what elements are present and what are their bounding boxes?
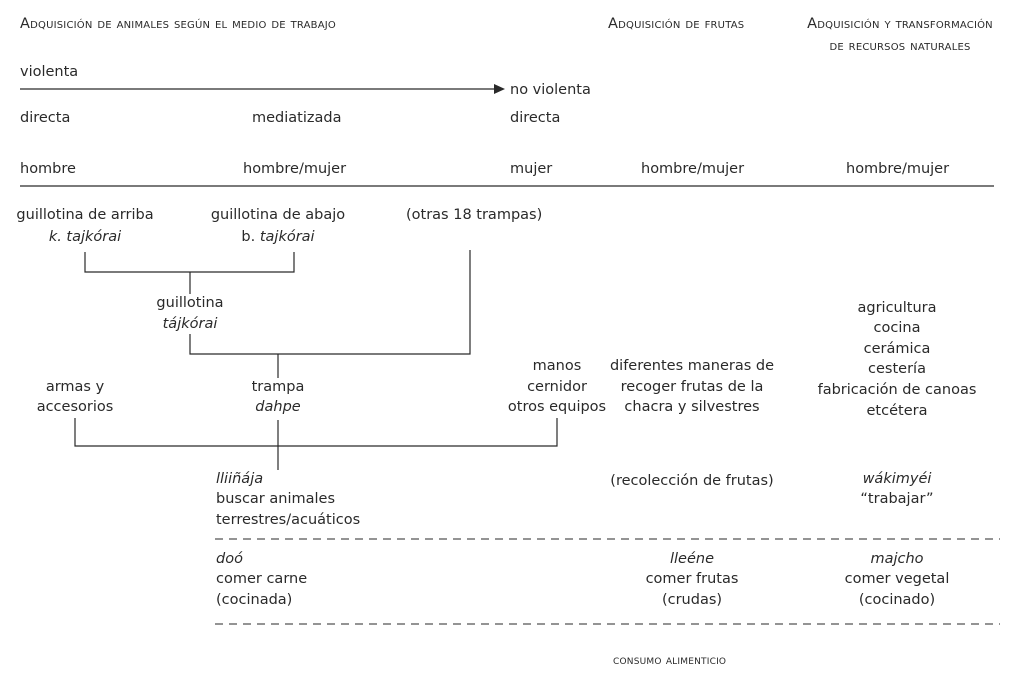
work-term: wákimyéi <box>862 471 932 487</box>
fruit-ways-line2: recoger frutas de la <box>620 379 764 395</box>
fruit-ways-line1: diferentes maneras de <box>609 358 775 374</box>
agent-hombre-mujer-2: hombre/mujer <box>641 161 745 177</box>
activity-item: cerámica <box>863 341 931 357</box>
agent-hombre: hombre <box>20 161 76 177</box>
activity-item: fabricación de canoas <box>817 382 977 398</box>
work-hunt-term: lliiñája <box>216 471 264 487</box>
connector-guillotinas <box>84 252 295 273</box>
consumption-label: consumo alimenticio <box>613 652 727 667</box>
consumption-veg-line1: comer vegetal <box>844 571 950 587</box>
consumption-meat-term: doó <box>216 551 243 567</box>
work-gloss: “trabajar” <box>860 491 934 507</box>
weapons-line2: accesorios <box>36 399 114 415</box>
consumption-veg-term: majcho <box>870 551 924 567</box>
work-hunt-line2: terrestres/acuáticos <box>216 512 361 528</box>
connector-means <box>74 418 558 447</box>
agent-hombre-mujer-1: hombre/mujer <box>243 161 347 177</box>
trap-guillotina-term: tájkórai <box>162 316 218 332</box>
weapons-line1: armas y <box>45 379 105 395</box>
header-resources-line2: de recursos naturales <box>829 38 971 54</box>
trap-others: (otras 18 trampas) <box>406 207 543 223</box>
mode-direct-1: directa <box>20 110 71 126</box>
work-fruit-collect: (recolección de frutas) <box>610 473 774 489</box>
consumption-fruit-line2: (crudas) <box>661 592 723 608</box>
hands-line3: otros equipos <box>507 399 607 415</box>
hands-line1: manos <box>532 358 582 374</box>
trap-bottom-name: guillotina de abajo <box>210 207 346 223</box>
header-resources-line1: Adquisición y transformación <box>807 16 993 32</box>
agent-hombre-mujer-3: hombre/mujer <box>846 161 950 177</box>
trap-bottom-term: tajkórai <box>259 229 315 245</box>
activity-item: cestería <box>868 361 926 377</box>
trap-trampa-term: dahpe <box>255 399 301 415</box>
work-hunt-line1: buscar animales <box>216 491 335 507</box>
connector-to-trampa <box>189 250 471 355</box>
trap-bottom-term-line: b. tajkórai <box>200 227 356 247</box>
trap-trampa: trampa <box>251 379 305 395</box>
header-fruit-acquisition: Adquisición de frutas <box>608 16 745 32</box>
consumption-fruit-term: lleéne <box>669 551 714 567</box>
activity-item: cocina <box>873 320 921 336</box>
arrow-head <box>494 84 505 94</box>
activity-item: etcétera <box>866 403 928 419</box>
scale-start-label: violenta <box>20 64 79 80</box>
trap-bottom-prefix: b. <box>241 229 260 245</box>
consumption-meat-line1: comer carne <box>216 571 308 587</box>
trap-top-name: guillotina de arriba <box>16 207 154 223</box>
trap-guillotina: guillotina <box>156 295 224 311</box>
consumption-meat-line2: (cocinada) <box>216 592 293 608</box>
fruit-ways-line3: chacra y silvestres <box>624 399 760 415</box>
header-animal-acquisition: Adquisición de animales según el medio d… <box>20 16 337 32</box>
consumption-veg-line2: (cocinado) <box>858 592 936 608</box>
mode-direct-2: directa <box>510 110 561 126</box>
agent-mujer: mujer <box>510 161 553 177</box>
scale-end-label: no violenta <box>510 82 591 98</box>
activity-item: agricultura <box>857 300 937 316</box>
trap-top-term: k. tajkórai <box>48 229 122 245</box>
mode-mediated: mediatizada <box>252 110 342 126</box>
hands-line2: cernidor <box>527 379 587 395</box>
consumption-fruit-line1: comer frutas <box>645 571 739 587</box>
